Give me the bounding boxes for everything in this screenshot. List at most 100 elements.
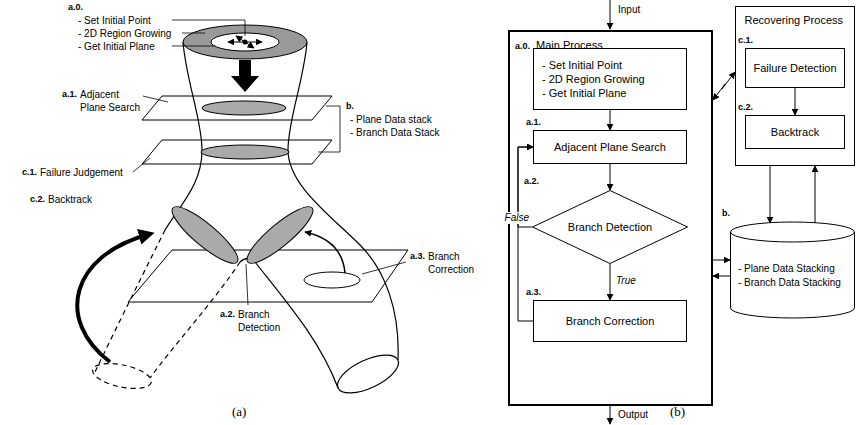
decision-diamond <box>533 191 688 264</box>
decision-diamond: a.2.Branch Detection <box>532 190 688 264</box>
node-label: Backtrack <box>771 125 819 139</box>
flow-arrow <box>713 276 730 277</box>
vessel-wall <box>90 359 153 393</box>
process-group: a.0.Main Process- Set Initial Point- 2D … <box>508 30 713 406</box>
vessel-wall <box>288 42 398 360</box>
leader-line <box>172 20 245 36</box>
vessel-wall <box>150 262 240 378</box>
leader-line <box>133 158 150 172</box>
branch-plane <box>241 200 319 271</box>
callout-number: c.2. <box>738 101 753 113</box>
initial-plane <box>245 42 254 48</box>
io-arrow <box>610 406 611 424</box>
callout-number: a.3. <box>526 286 541 298</box>
vessel-wall <box>165 42 202 230</box>
step-label: - Plane Data stack <box>350 113 432 126</box>
branch-plane <box>304 272 360 288</box>
data-store <box>731 222 855 318</box>
panel-caption: (b) <box>670 404 685 419</box>
search-plane <box>202 101 286 115</box>
step-label: Branch Correction <box>428 250 490 276</box>
branch-plane <box>128 200 408 302</box>
step-label: - 2D Region Growing <box>78 27 171 40</box>
flow-arrow <box>610 164 611 190</box>
process-box: c.1.Failure Detection <box>745 48 845 88</box>
step-label: - Branch Data Stack <box>350 126 439 139</box>
group-title: Recovering Process <box>745 13 843 27</box>
callout-number: a.1. <box>62 88 77 101</box>
vessel-wall <box>332 347 404 400</box>
flow-arrow <box>610 110 611 130</box>
callout-number: a.3. <box>410 250 425 263</box>
process-box: a.1.Adjacent Plane Search <box>533 130 687 164</box>
branch-label: False <box>504 212 530 224</box>
node-label: Branch Detection <box>568 220 652 234</box>
process-box: c.2.Backtrack <box>745 115 845 149</box>
backtrack-arrow <box>77 234 150 362</box>
callout-number: a.2. <box>220 308 235 321</box>
node-label: Adjacent Plane Search <box>554 140 666 154</box>
panel-caption: (a) <box>232 404 246 419</box>
callout-number: b. <box>722 207 730 219</box>
flow-arrow <box>795 88 796 115</box>
leader-line <box>362 262 406 274</box>
callout-number: c.1. <box>738 34 753 46</box>
leader-line <box>318 106 340 152</box>
leader-line <box>172 46 215 47</box>
data-store <box>731 232 855 242</box>
step-label: Branch Detection <box>238 308 290 334</box>
search-plane <box>142 96 332 120</box>
step-label: - Set Initial Point <box>78 14 151 27</box>
step-label: Failure Judgement <box>40 166 123 179</box>
flow-arrow <box>610 264 611 300</box>
callout-number: c.2. <box>30 193 45 206</box>
io-label: Output <box>618 408 648 421</box>
process-box: a.3.Branch Correction <box>533 300 687 342</box>
node-label: Branch Correction <box>566 314 655 328</box>
branch-plane <box>305 232 345 273</box>
process-group: Recovering Processc.1.Failure Detectionc… <box>735 6 855 166</box>
store-label: - Plane Data Stacking <box>738 262 841 276</box>
node-label: Failure Detection <box>753 61 836 75</box>
step-label: Backtrack <box>48 193 92 206</box>
node-label: - Set Initial Point <box>542 58 645 72</box>
callout-number: a.2. <box>524 175 539 187</box>
data-store: b.- Plane Data Stacking- Branch Data Sta… <box>730 222 855 318</box>
search-plane <box>142 96 332 164</box>
leader-line <box>246 264 248 305</box>
flow-arrow <box>713 72 735 100</box>
leader-line <box>143 96 168 102</box>
leader-line <box>182 33 205 34</box>
branch-plane <box>166 200 244 271</box>
step-label: Adjacent Plane Search <box>80 88 144 114</box>
callout-number: c.1. <box>22 166 37 179</box>
flow-arrow <box>770 166 771 223</box>
node-label: - Get Initial Plane <box>542 86 645 100</box>
callout-number: a.1. <box>526 116 541 128</box>
initial-plane <box>245 42 262 43</box>
callout-number: a.0. <box>515 39 530 53</box>
process-box: - Set Initial Point- 2D Region Growing- … <box>533 48 687 110</box>
search-plane <box>201 145 289 159</box>
step-label: - Get Initial Plane <box>78 40 155 53</box>
initial-plane <box>228 42 245 43</box>
vessel-wall <box>95 230 165 372</box>
callout-number: b. <box>346 100 354 113</box>
search-arrow <box>231 60 259 92</box>
node-label: - 2D Region Growing <box>542 72 645 86</box>
initial-plane <box>236 36 245 42</box>
leader-line <box>133 20 406 305</box>
flow-arrow <box>713 260 730 261</box>
search-plane <box>142 140 332 164</box>
callout-number: a.0. <box>68 1 83 14</box>
branch-plane <box>128 250 408 302</box>
store-label: - Branch Data Stacking <box>738 276 841 290</box>
vessel-wall <box>90 42 403 401</box>
backtrack-arrow <box>77 234 150 362</box>
io-arrow <box>610 0 611 29</box>
branch-label: True <box>615 275 637 287</box>
flow-arrow <box>815 166 816 223</box>
io-label: Input <box>618 3 640 16</box>
